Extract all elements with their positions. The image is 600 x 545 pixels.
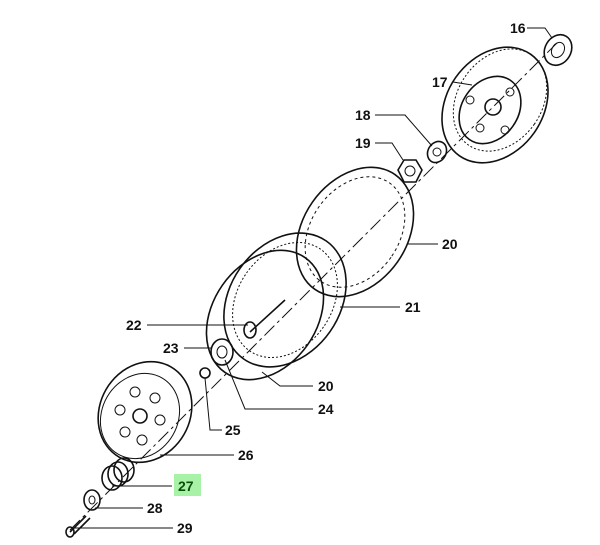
- callout-23[interactable]: 23: [163, 340, 179, 356]
- part-19-nut[interactable]: [397, 159, 423, 183]
- callout-24[interactable]: 24: [318, 401, 334, 417]
- part-21-steel-plate[interactable]: [199, 209, 372, 390]
- callout-27-highlight: [174, 474, 201, 496]
- part-20-friction-plate-lower[interactable]: [182, 228, 347, 402]
- part-26-pressure-plate[interactable]: [80, 344, 210, 479]
- callout-26[interactable]: 26: [238, 447, 254, 463]
- leader-lines: [75, 27, 553, 529]
- part-18-washer[interactable]: [424, 138, 451, 166]
- callout-17[interactable]: 17: [432, 74, 448, 90]
- callout-29[interactable]: 29: [177, 520, 193, 536]
- part-16-washer[interactable]: [539, 30, 578, 71]
- callout-19[interactable]: 19: [355, 135, 371, 151]
- part-20-friction-plate-upper[interactable]: [272, 145, 437, 319]
- part-27-spring[interactable]: [101, 457, 135, 491]
- callout-18[interactable]: 18: [355, 107, 371, 123]
- callout-21[interactable]: 21: [405, 299, 421, 315]
- center-axis: [69, 39, 561, 531]
- part-25-ball[interactable]: [199, 367, 211, 379]
- part-28-washer[interactable]: [83, 489, 101, 511]
- callout-22[interactable]: 22: [126, 317, 142, 333]
- callout-27[interactable]: 27: [178, 478, 194, 494]
- part-17-clutch-hub[interactable]: [420, 27, 570, 184]
- callout-20-lower[interactable]: 20: [318, 378, 334, 394]
- part-23-gear[interactable]: [210, 338, 234, 366]
- part-29-bolt[interactable]: [65, 515, 91, 538]
- callout-28[interactable]: 28: [147, 500, 163, 516]
- callout-20-upper[interactable]: 20: [442, 236, 458, 252]
- callout-16[interactable]: 16: [510, 20, 526, 36]
- part-22-shaft[interactable]: [243, 299, 286, 339]
- callout-25[interactable]: 25: [225, 422, 241, 438]
